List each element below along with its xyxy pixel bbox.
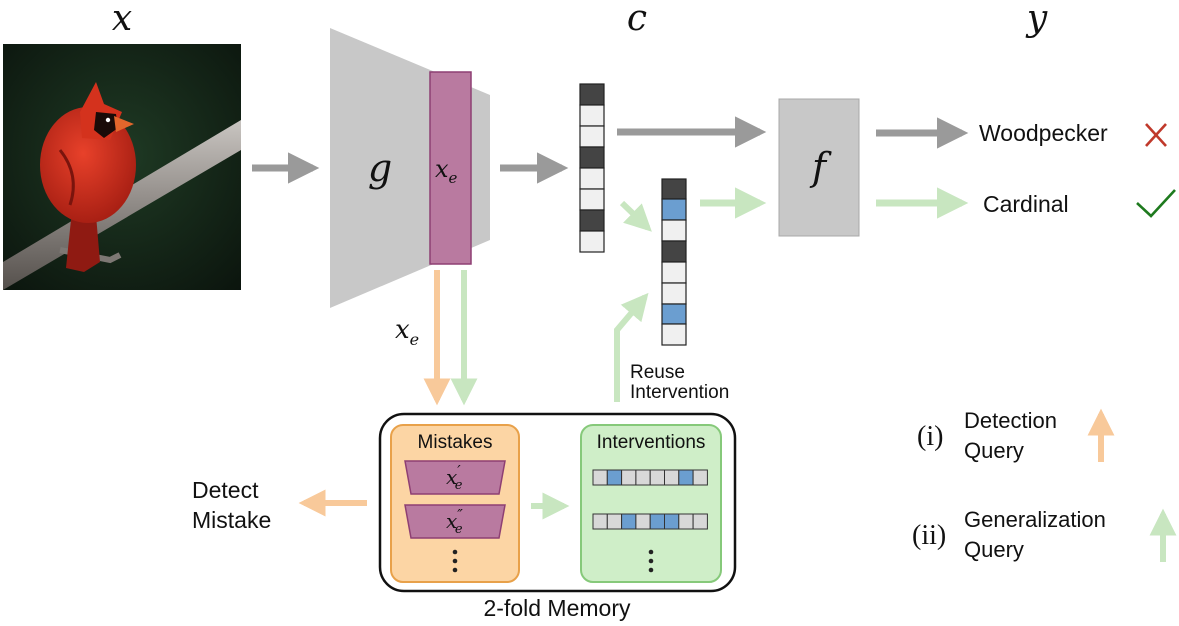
mistake-item-1 — [404, 460, 506, 495]
mistakes-title: Mistakes — [418, 432, 493, 453]
intervened-concept-vector — [661, 178, 687, 346]
header-c-label: c — [627, 0, 647, 39]
input-image — [3, 44, 241, 290]
arrow-reuse-intervention — [614, 292, 649, 402]
interventions-box — [580, 424, 722, 583]
mistake-item-1-label: x′e — [446, 462, 463, 493]
cross-icon — [1145, 123, 1167, 147]
legend-detection-line2: Query — [964, 438, 1024, 463]
reuse-intervention-line1: Reuse — [630, 362, 685, 383]
legend-generalization-number: (ii) — [912, 520, 946, 551]
bottleneck-xe — [429, 71, 472, 265]
cardinal-bird-icon — [40, 82, 136, 272]
legend-detection-number: (i) — [917, 421, 943, 452]
vertical-ellipsis-icon — [452, 549, 458, 573]
bottleneck-xe-label: xe — [435, 155, 458, 187]
header-x-label: x — [112, 0, 132, 39]
arrow-concepts-to-intervened — [619, 200, 652, 232]
legend-detection-line1: Detection — [964, 408, 1057, 433]
encoder-g-label: g — [368, 146, 392, 190]
legend-generalization-line1: Generalization — [964, 507, 1106, 532]
intervention-row-2 — [592, 513, 708, 530]
intervention-row-1 — [592, 469, 708, 486]
legend-generalization-line2: Query — [964, 537, 1024, 562]
xe-side-label: xe — [395, 315, 419, 349]
memory-caption: 2-fold Memory — [484, 595, 631, 621]
detect-mistake-line1: Detect — [192, 477, 259, 503]
reuse-intervention-line2: Intervention — [630, 382, 729, 403]
header-y-label: y — [1025, 0, 1048, 39]
mistake-item-2 — [404, 504, 506, 539]
concept-vector — [579, 83, 605, 253]
mistake-item-2-label: x″e — [446, 506, 463, 537]
vertical-ellipsis-icon — [648, 549, 654, 573]
output-woodpecker: Woodpecker — [979, 120, 1108, 146]
predictor-f — [778, 98, 860, 237]
check-icon — [1136, 189, 1176, 218]
interventions-title: Interventions — [597, 432, 706, 453]
output-cardinal: Cardinal — [983, 191, 1069, 217]
detect-mistake-line2: Mistake — [192, 507, 271, 533]
